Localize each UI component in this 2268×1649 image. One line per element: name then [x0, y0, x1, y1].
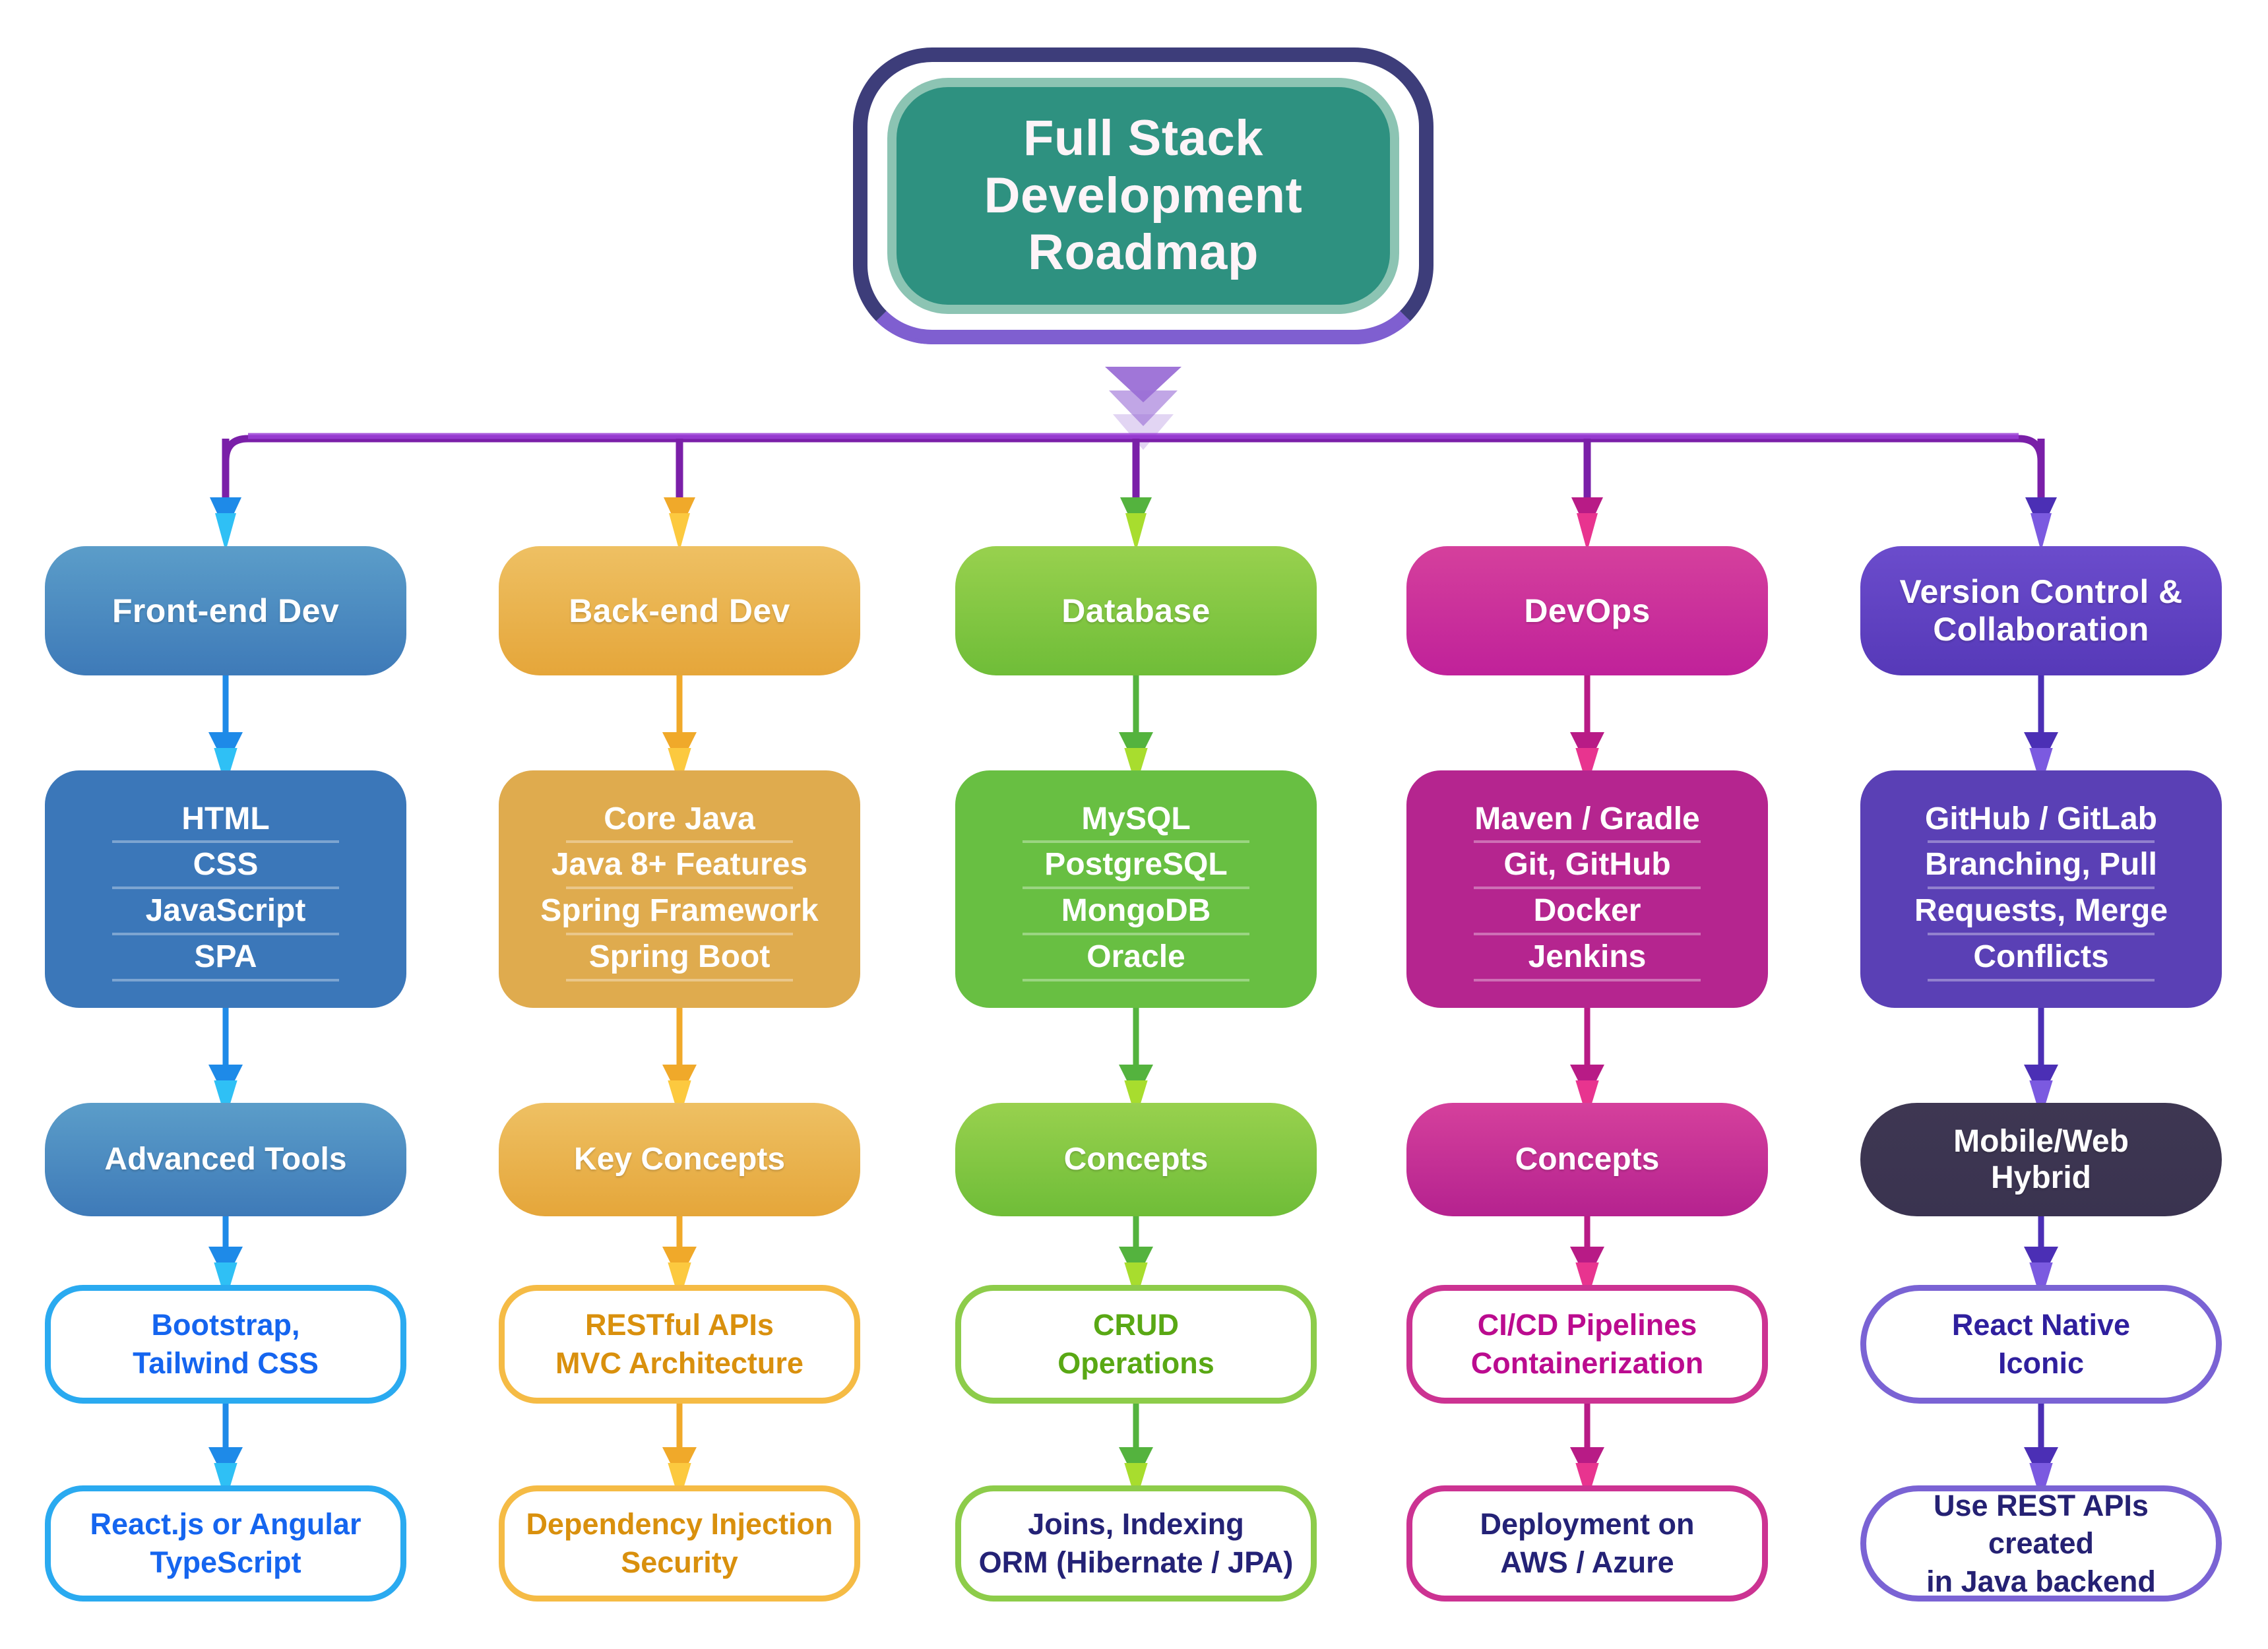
- column-header-label: Front-end Dev: [111, 592, 340, 629]
- column-header-devops[interactable]: DevOps: [1406, 546, 1768, 675]
- detail-line: Security: [621, 1545, 738, 1579]
- list-item[interactable]: Requests, Merge: [1870, 889, 2213, 935]
- column-header-label: Database: [1061, 592, 1211, 629]
- detail-line: Deployment on: [1480, 1507, 1695, 1541]
- list-item[interactable]: MongoDB: [964, 889, 1307, 935]
- detail-box-b-version-control[interactable]: Use REST APIs created in Java backend: [1860, 1485, 2222, 1602]
- list-item[interactable]: Docker: [1416, 889, 1759, 935]
- list-item[interactable]: Maven / Gradle: [1416, 797, 1759, 844]
- detail-box-b-back-end[interactable]: Dependency Injection Security: [499, 1485, 860, 1602]
- list-item[interactable]: PostgreSQL: [964, 843, 1307, 889]
- detail-line: TypeScript: [150, 1545, 301, 1579]
- detail-box-a-version-control[interactable]: React Native Iconic: [1860, 1285, 2222, 1404]
- list-item[interactable]: HTML: [54, 797, 397, 844]
- list-item[interactable]: SPA: [54, 935, 397, 981]
- concept-box-front-end[interactable]: Advanced Tools: [45, 1103, 406, 1216]
- detail-line: Iconic: [1998, 1346, 2085, 1380]
- concept-label: Advanced Tools: [104, 1142, 347, 1177]
- list-item[interactable]: Branching, Pull: [1870, 843, 2213, 889]
- detail-box-b-devops[interactable]: Deployment on AWS / Azure: [1406, 1485, 1768, 1602]
- column-header-version-control[interactable]: Version Control & Collaboration: [1860, 546, 2222, 675]
- list-item[interactable]: Spring Boot: [508, 935, 851, 981]
- list-item[interactable]: CSS: [54, 843, 397, 889]
- detail-line: CRUD: [1092, 1308, 1179, 1342]
- page-title: Full Stack Development Roadmap: [893, 83, 1394, 309]
- detail-line: in Java backend: [1926, 1564, 2156, 1598]
- list-item[interactable]: Spring Framework: [508, 889, 851, 935]
- detail-line: Containerization: [1470, 1346, 1704, 1380]
- detail-line: AWS / Azure: [1500, 1545, 1674, 1579]
- roadmap-title-node: Full Stack Development Roadmap: [853, 47, 1433, 344]
- detail-line: React.js or Angular: [90, 1507, 362, 1541]
- concept-box-back-end[interactable]: Key Concepts: [499, 1103, 860, 1216]
- title-line-1: Full Stack: [1023, 110, 1263, 167]
- column-header-front-end[interactable]: Front-end Dev: [45, 546, 406, 675]
- list-item[interactable]: Git, GitHub: [1416, 843, 1759, 889]
- concept-box-database[interactable]: Concepts: [955, 1103, 1317, 1216]
- column-header-label: Back-end Dev: [569, 592, 790, 629]
- column-header-back-end[interactable]: Back-end Dev: [499, 546, 860, 675]
- title-inner-box: [887, 78, 1399, 314]
- column-header-database[interactable]: Database: [955, 546, 1317, 675]
- concept-label: Concepts: [1515, 1142, 1660, 1177]
- list-item[interactable]: Core Java: [508, 797, 851, 844]
- concept-line: Hybrid: [1990, 1160, 2091, 1195]
- list-item[interactable]: Oracle: [964, 935, 1307, 981]
- list-item[interactable]: GitHub / GitLab: [1870, 797, 2213, 844]
- detail-line: Bootstrap,: [151, 1308, 300, 1342]
- detail-line: Use REST APIs created: [1934, 1488, 2149, 1561]
- detail-line: RESTful APIs: [585, 1308, 774, 1342]
- detail-line: ORM (Hibernate / JPA): [978, 1545, 1294, 1579]
- column-header-line: Collaboration: [1933, 611, 2149, 648]
- column-header-label: DevOps: [1524, 592, 1651, 629]
- detail-line: Joins, Indexing: [1028, 1507, 1244, 1541]
- list-item[interactable]: JavaScript: [54, 889, 397, 935]
- detail-line: Operations: [1057, 1346, 1214, 1380]
- detail-box-a-front-end[interactable]: Bootstrap, Tailwind CSS: [45, 1285, 406, 1404]
- column-header-line: Version Control &: [1899, 573, 2183, 610]
- title-line-3: Roadmap: [1028, 224, 1259, 281]
- title-outer-ring-bottom: [853, 47, 1433, 344]
- list-item[interactable]: Jenkins: [1416, 935, 1759, 981]
- detail-line: Tailwind CSS: [133, 1346, 319, 1380]
- detail-box-a-back-end[interactable]: RESTful APIs MVC Architecture: [499, 1285, 860, 1404]
- list-item[interactable]: Conflicts: [1870, 935, 2213, 981]
- detail-line: CI/CD Pipelines: [1477, 1308, 1697, 1342]
- concept-label: Concepts: [1063, 1142, 1209, 1177]
- concept-line: Mobile/Web: [1953, 1123, 2129, 1159]
- detail-box-a-devops[interactable]: CI/CD Pipelines Containerization: [1406, 1285, 1768, 1404]
- detail-box-b-database[interactable]: Joins, Indexing ORM (Hibernate / JPA): [955, 1485, 1317, 1602]
- concept-label: Key Concepts: [573, 1142, 786, 1177]
- detail-box-a-database[interactable]: CRUD Operations: [955, 1285, 1317, 1404]
- list-item[interactable]: MySQL: [964, 797, 1307, 844]
- concept-box-version-control[interactable]: Mobile/Web Hybrid: [1860, 1103, 2222, 1216]
- detail-line: MVC Architecture: [555, 1346, 803, 1380]
- title-line-2: Development: [984, 167, 1303, 224]
- detail-box-b-front-end[interactable]: React.js or Angular TypeScript: [45, 1485, 406, 1602]
- detail-line: React Native: [1951, 1308, 2131, 1342]
- concept-box-devops[interactable]: Concepts: [1406, 1103, 1768, 1216]
- detail-line: Dependency Injection: [526, 1507, 833, 1541]
- list-item[interactable]: Java 8+ Features: [508, 843, 851, 889]
